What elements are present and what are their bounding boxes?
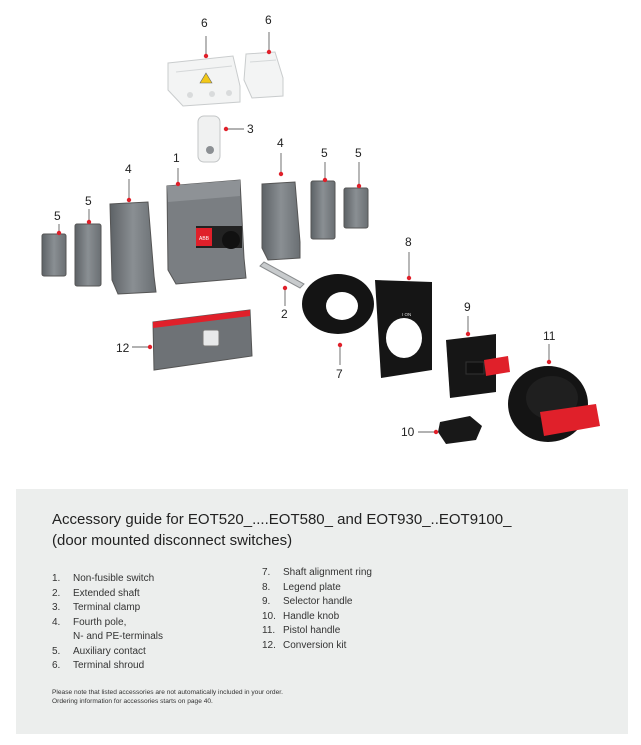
selector-handle (446, 334, 510, 398)
switch-brand-text: ABB (199, 236, 210, 242)
accessory-guide-panel: Accessory guide for EOT520_....EOT580_ a… (16, 489, 628, 734)
callout-6-left: 6 (201, 16, 208, 30)
auxiliary-contact-1 (41, 233, 67, 277)
handle-knob (438, 416, 482, 444)
list-item: 6.Terminal shroud (52, 660, 145, 671)
guide-title-line1: Accessory guide for EOT520_....EOT580_ a… (52, 511, 512, 528)
extended-shaft (259, 261, 305, 289)
shaft-alignment-ring (302, 274, 374, 334)
list-item: 11.Pistol handle (262, 625, 341, 636)
list-item: 12.Conversion kit (262, 639, 347, 651)
callout-7: 7 (336, 367, 343, 381)
conversion-kit (152, 309, 253, 371)
list-item: 4.Fourth pole, (52, 616, 127, 628)
list-item: 8.Legend plate (262, 581, 341, 593)
list-item: N- and PE-terminals (73, 631, 164, 642)
list-item: 10.Handle knob (262, 610, 340, 622)
order-note-line2: Ordering information for accessories sta… (52, 698, 213, 705)
callout-5-c: 5 (321, 146, 328, 160)
terminal-shroud-left (167, 55, 241, 107)
order-note-line1: Please note that listed accessories are … (52, 689, 283, 696)
accessory-illustration: ABB I ON (41, 32, 600, 444)
guide-title-line2: (door mounted disconnect switches) (52, 532, 293, 549)
list-item: 5.Auxiliary contact (52, 645, 146, 657)
callout-4-left: 4 (125, 162, 132, 176)
callout-11: 11 (543, 329, 556, 343)
callout-8: 8 (405, 235, 412, 249)
legend-plate-on-text: I ON (402, 312, 411, 317)
callout-4-right: 4 (277, 136, 284, 150)
callout-10: 10 (401, 425, 415, 439)
auxiliary-contact-4 (343, 187, 369, 229)
list-item: 2.Extended shaft (52, 587, 140, 599)
callout-6-right: 6 (265, 13, 272, 27)
callout-2: 2 (281, 307, 288, 321)
callout-12: 12 (116, 341, 130, 355)
callout-5-d: 5 (355, 146, 362, 160)
list-item: 1.Non-fusible switch (52, 573, 155, 584)
fourth-pole-right (261, 181, 301, 261)
auxiliary-contact-2 (74, 223, 102, 287)
non-fusible-switch: ABB (166, 179, 247, 285)
list-item: 9.Selector handle (262, 596, 353, 607)
terminal-shroud-right (243, 51, 284, 99)
callout-5-a: 5 (54, 209, 61, 223)
accessory-list-left: 1.Non-fusible switch 2.Extended shaft 3.… (52, 572, 163, 674)
pistol-handle (508, 366, 600, 442)
list-item: 7.Shaft alignment ring (262, 567, 372, 578)
list-item: 3.Terminal clamp (52, 602, 141, 613)
callout-3: 3 (247, 122, 254, 136)
legend-plate: I ON (375, 280, 432, 378)
callout-5-b: 5 (85, 194, 92, 208)
callout-1: 1 (173, 151, 180, 165)
exploded-accessory-diagram: ABB I ON (41, 13, 600, 444)
fourth-pole-left (109, 201, 157, 295)
terminal-clamp (197, 115, 221, 163)
callout-9: 9 (464, 300, 471, 314)
guide-title: Accessory guide for EOT520_....EOT580_ a… (52, 509, 612, 551)
order-note: Please note that listed accessories are … (52, 688, 283, 706)
callout-leaders (56, 32, 552, 435)
accessory-list-right: 7.Shaft alignment ring 8.Legend plate 9.… (262, 566, 372, 653)
auxiliary-contact-3 (310, 180, 336, 240)
